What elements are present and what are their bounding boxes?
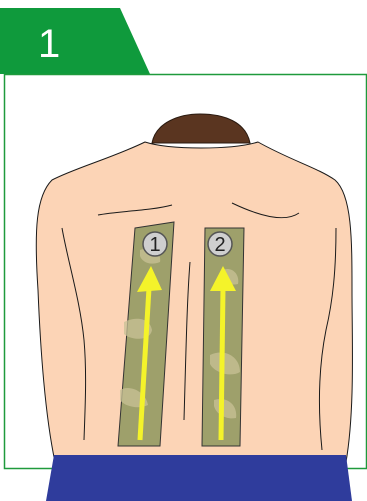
strip-badge-1: 1	[143, 232, 167, 256]
strip-badge-2: 2	[208, 232, 232, 256]
strip-badge-1-label: 1	[149, 234, 160, 256]
strip-badge-2-label: 2	[214, 234, 225, 256]
waistband	[46, 455, 352, 501]
back-torso	[36, 142, 352, 462]
hair	[152, 114, 250, 143]
step-tab	[0, 8, 150, 74]
